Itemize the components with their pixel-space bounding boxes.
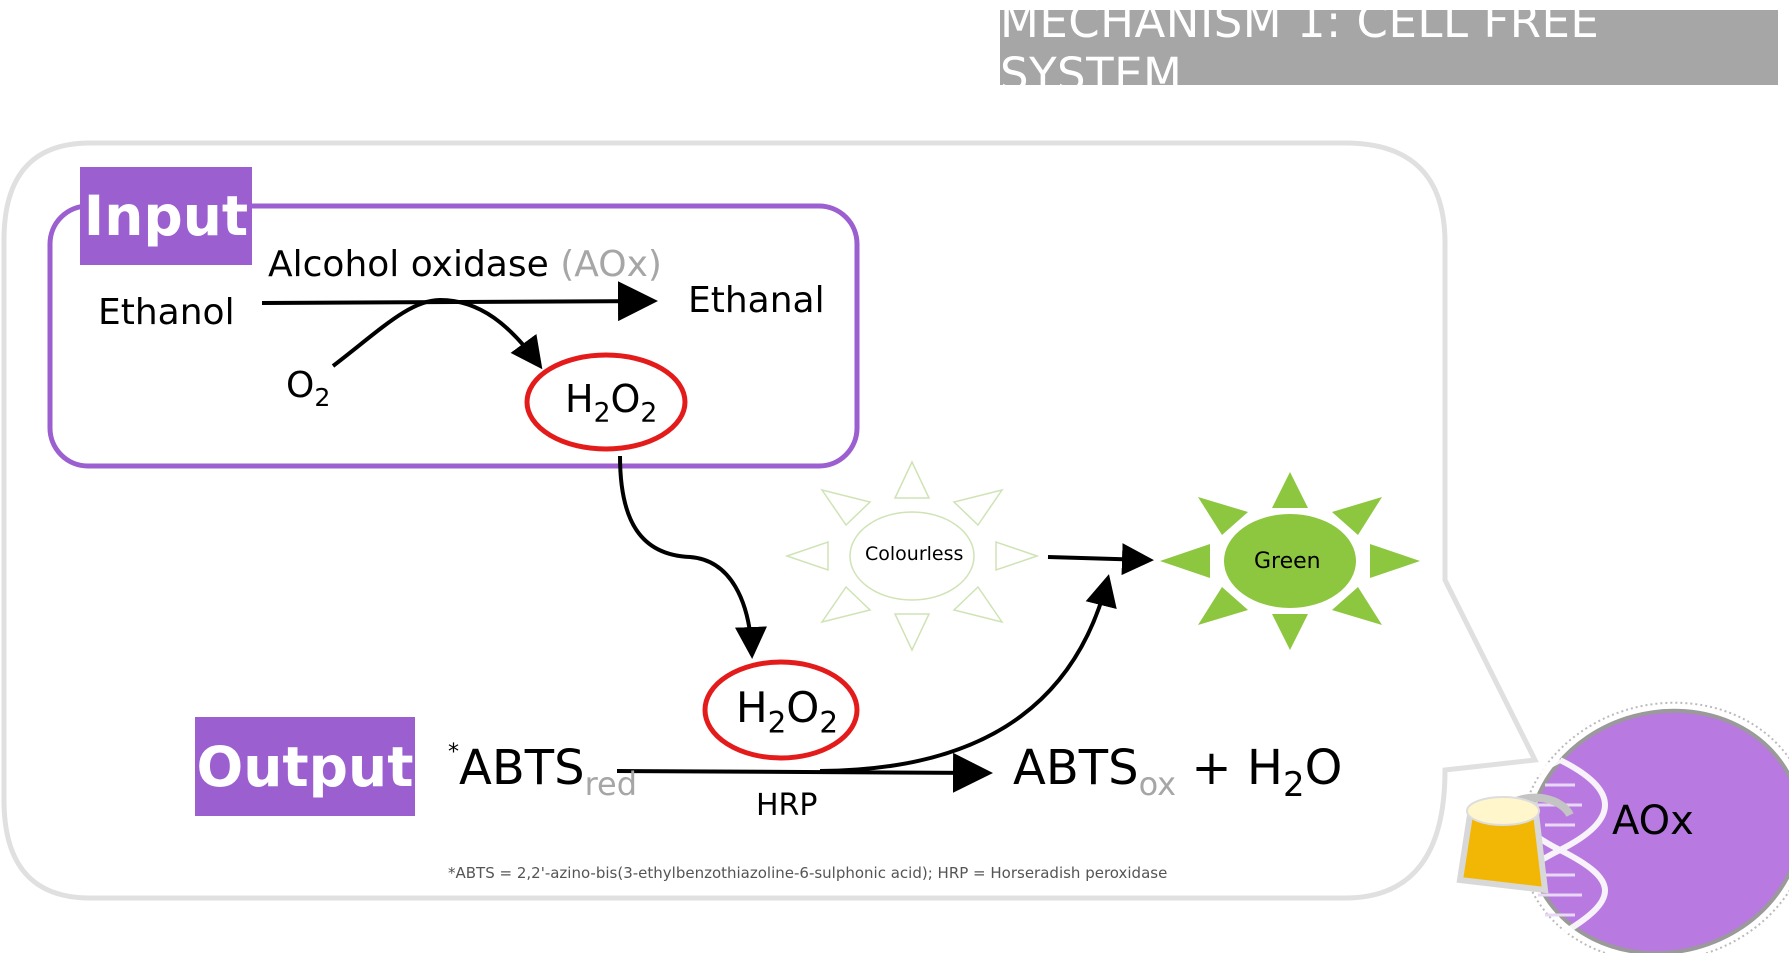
ethanal-label: Ethanal bbox=[688, 280, 825, 321]
enzyme-name: Alcohol oxidase bbox=[268, 244, 549, 285]
footnote: *ABTS = 2,2'-azino-bis(3-ethylbenzothiaz… bbox=[448, 864, 1168, 882]
colour-curve-arrow bbox=[819, 574, 1117, 773]
h2o2-ellipse-input bbox=[524, 352, 688, 452]
h2o2-label-input: H2O2 bbox=[565, 377, 658, 429]
enzyme-label: Alcohol oxidase (AOx) bbox=[268, 244, 662, 285]
input-badge: Input bbox=[80, 167, 252, 265]
ethanol-label: Ethanol bbox=[98, 292, 235, 333]
h2o2-ellipse-output bbox=[702, 659, 860, 761]
o2-curve-arrow bbox=[331, 297, 543, 370]
h2o2-transfer-arrow bbox=[618, 455, 767, 659]
abts-red-label: *ABTSred bbox=[448, 740, 638, 804]
hrp-label: HRP bbox=[756, 788, 818, 823]
o2-label: O2 bbox=[286, 365, 331, 412]
green-sun bbox=[1160, 472, 1420, 650]
enzyme-abbr: (AOx) bbox=[560, 244, 662, 285]
colourless-sun bbox=[784, 460, 1040, 652]
h2o2-label-output: H2O2 bbox=[736, 683, 839, 740]
abts-ox-label: ABTSox + H2O bbox=[1013, 740, 1343, 805]
colourless-label: Colourless bbox=[865, 543, 964, 565]
colourless-to-green-arrow bbox=[1047, 543, 1154, 576]
cell-aox-label: AOx bbox=[1612, 798, 1694, 844]
input-box bbox=[47, 203, 860, 469]
green-label: Green bbox=[1254, 549, 1321, 574]
output-badge: Output bbox=[195, 717, 415, 816]
beer-mug-illustration bbox=[1456, 793, 1574, 894]
speech-bubble bbox=[1, 140, 1539, 901]
abts-arrow bbox=[616, 752, 993, 793]
